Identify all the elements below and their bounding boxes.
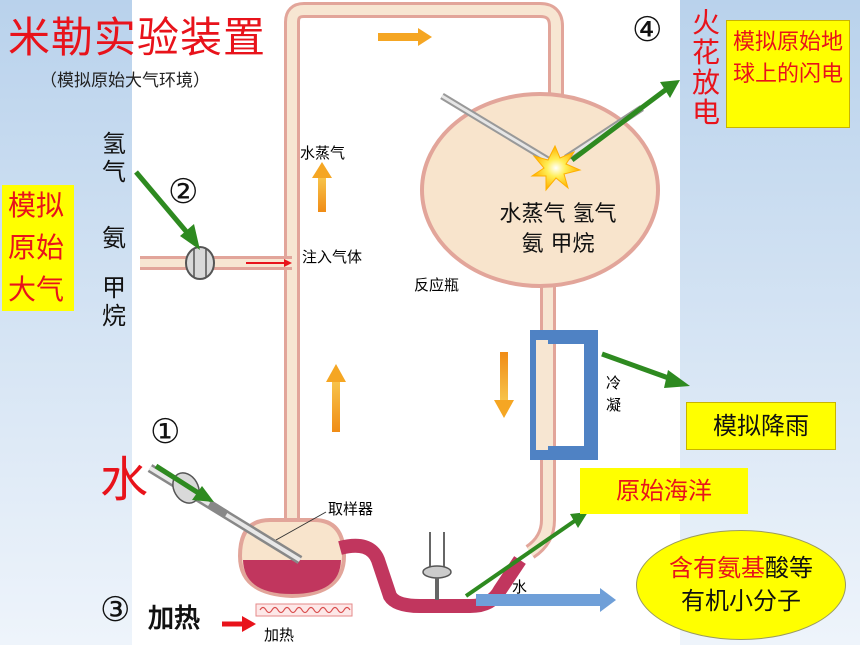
simulate-atmosphere-label: 模拟原始大气 bbox=[2, 185, 74, 311]
page-title: 米勒实验装置 bbox=[8, 13, 267, 62]
amino-acid-text: 含有氨基酸等有机小分子 bbox=[666, 552, 816, 618]
condenser bbox=[530, 330, 598, 460]
gas-valve bbox=[185, 246, 215, 280]
step-number-4: ④ bbox=[632, 10, 663, 50]
gas-char-4: 甲 bbox=[102, 274, 126, 302]
flask-gases-label: 水蒸气 氢气 氨 甲烷 bbox=[468, 200, 648, 260]
green-arrow-water bbox=[154, 463, 214, 502]
flow-arrow-right bbox=[378, 28, 432, 46]
step-number-1: ① bbox=[150, 412, 181, 452]
fire-char-2: 花 bbox=[692, 36, 721, 69]
flow-arrow-down bbox=[494, 352, 514, 418]
step-number-3: ③ bbox=[100, 590, 131, 630]
flow-arrow-up-top bbox=[312, 162, 332, 212]
green-arrow-rain bbox=[601, 351, 690, 388]
inject-gas-sketch-label: 注入气体 bbox=[302, 248, 362, 266]
fire-discharge-label: 火 花 放 电 bbox=[692, 8, 720, 128]
fire-char-4: 电 bbox=[692, 96, 721, 129]
heat-sketch-label: 加热 bbox=[264, 626, 294, 644]
simulate-rain-label: 模拟降雨 bbox=[686, 402, 836, 450]
primitive-ocean-label: 原始海洋 bbox=[580, 468, 748, 514]
flask-gases-line-1: 水蒸气 氢气 bbox=[499, 202, 617, 227]
green-arrow-gases bbox=[134, 170, 200, 250]
flow-arrow-up-bottom bbox=[326, 364, 346, 432]
water-vapor-sketch-label: 水蒸气 bbox=[300, 144, 345, 162]
fire-char-3: 放 bbox=[692, 66, 721, 99]
gas-char-5: 烷 bbox=[102, 302, 126, 330]
amino-highlight: 氨基 bbox=[717, 554, 765, 582]
water-label: 水 bbox=[100, 452, 149, 508]
gas-char-2: 气 bbox=[102, 158, 126, 186]
water-out-sketch-label: 水 bbox=[512, 578, 527, 596]
condense-label-2: 凝 bbox=[606, 396, 621, 414]
amino-prefix: 含有 bbox=[669, 554, 717, 582]
sampler-pointer bbox=[275, 511, 327, 541]
sampler-sketch-label: 取样器 bbox=[328, 500, 373, 518]
heater-coil bbox=[255, 603, 353, 617]
water-out-arrow bbox=[476, 588, 616, 612]
condense-label-1: 冷 bbox=[606, 374, 621, 392]
simulate-lightning-label: 模拟原始地球上的闪电 bbox=[726, 20, 850, 128]
spark-icon bbox=[530, 144, 582, 192]
page-subtitle: （模拟原始大气环境） bbox=[40, 71, 210, 91]
green-arrow-lightning bbox=[570, 80, 680, 162]
gas-char-1: 氢 bbox=[102, 130, 126, 158]
diagram-panel bbox=[132, 0, 680, 645]
step-number-2: ② bbox=[168, 172, 199, 212]
amino-rest: 酸等有机小分子 bbox=[681, 554, 813, 615]
gases-vertical-label: 氢 气 氨 甲 烷 bbox=[102, 130, 132, 330]
gas-char-3: 氨 bbox=[102, 224, 126, 252]
sampler-stopcock bbox=[422, 532, 452, 600]
flask-gases-line-2: 氨 甲烷 bbox=[521, 232, 595, 257]
heating-label: 加热 bbox=[148, 604, 201, 634]
fire-char-1: 火 bbox=[692, 6, 721, 39]
green-arrow-ocean bbox=[464, 512, 588, 598]
amino-acid-oval: 含有氨基酸等有机小分子 bbox=[636, 530, 846, 640]
reaction-flask-sketch-label: 反应瓶 bbox=[414, 276, 459, 294]
